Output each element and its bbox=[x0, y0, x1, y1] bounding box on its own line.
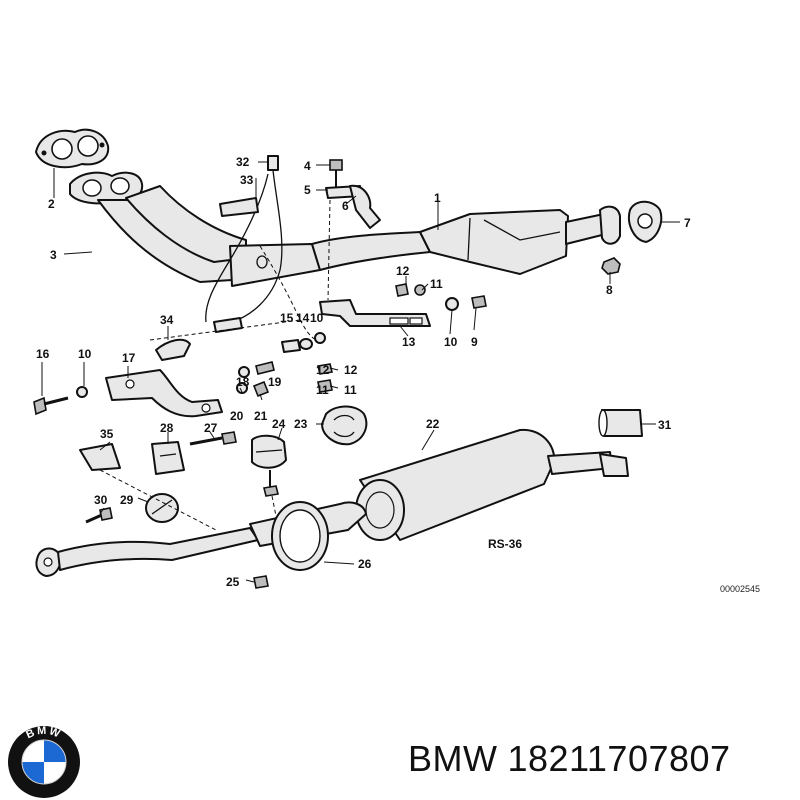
callout-6: 6 bbox=[342, 199, 349, 213]
callout-9: 9 bbox=[471, 335, 478, 349]
part-rubber-mount-23 bbox=[321, 405, 368, 446]
section-label: RS-36 bbox=[488, 537, 522, 551]
callout-31: 31 bbox=[658, 418, 672, 432]
callout-16: 16 bbox=[36, 347, 50, 361]
callout-5: 5 bbox=[304, 183, 311, 197]
part-nut-8 bbox=[601, 257, 621, 275]
callout-7: 7 bbox=[684, 216, 691, 230]
part-catalytic-converter-1 bbox=[311, 205, 621, 275]
callout-22: 22 bbox=[426, 417, 440, 431]
part-hanger-24 bbox=[251, 434, 287, 497]
callout-3: 3 bbox=[50, 248, 57, 262]
part-bolt-30 bbox=[85, 507, 113, 524]
part-number: 18211707807 bbox=[507, 738, 731, 779]
drawing-code: 00002545 bbox=[720, 584, 760, 594]
callout-30: 30 bbox=[94, 493, 108, 507]
part-rear-muffler-22 bbox=[355, 428, 629, 541]
part-clamp-26 bbox=[253, 501, 329, 589]
callout-13: 13 bbox=[402, 335, 416, 349]
callout-8: 8 bbox=[606, 283, 613, 297]
part-ring-29 bbox=[145, 493, 179, 523]
callout-27: 27 bbox=[204, 421, 218, 435]
callout-15: 15 bbox=[280, 311, 294, 325]
part-clip-35 bbox=[79, 443, 121, 471]
callout-labels: 1 2 3 4 5 6 7 8 9 10 11 12 13 14 15 16 1… bbox=[36, 155, 691, 589]
callout-24: 24 bbox=[272, 417, 286, 431]
callout-20: 20 bbox=[230, 409, 244, 423]
callout-10: 10 bbox=[444, 335, 458, 349]
leader-lines bbox=[41, 161, 680, 583]
part-clamp-4-5-6 bbox=[325, 159, 381, 229]
callout-12: 12 bbox=[396, 264, 410, 278]
part-bracket-17 bbox=[33, 369, 223, 418]
callout-28: 28 bbox=[160, 421, 174, 435]
part-bolt-27 bbox=[189, 431, 237, 446]
callout-35: 35 bbox=[100, 427, 114, 441]
logo-quadrant bbox=[44, 740, 66, 762]
part-bracket-34 bbox=[155, 338, 191, 361]
part-sensor-lead-32-33 bbox=[205, 155, 283, 333]
brand-name: BMW bbox=[408, 738, 498, 779]
callout-32: 32 bbox=[236, 155, 250, 169]
assembly-lines bbox=[99, 199, 331, 531]
bmw-logo: BMW bbox=[8, 725, 80, 798]
callout-10c: 10 bbox=[310, 311, 324, 325]
callout-12c: 12 bbox=[316, 363, 330, 377]
callout-11: 11 bbox=[430, 277, 443, 291]
callout-12b: 12 bbox=[344, 363, 358, 377]
part-gasket-2 bbox=[35, 128, 110, 169]
logo-quadrant bbox=[22, 762, 44, 784]
part-bracket-13 bbox=[281, 283, 487, 353]
callout-34: 34 bbox=[160, 313, 174, 327]
callout-2: 2 bbox=[48, 197, 55, 211]
callout-23: 23 bbox=[294, 417, 308, 431]
callout-11b: 11 bbox=[344, 383, 357, 397]
callout-11c: 11 bbox=[316, 383, 329, 397]
part-clip-28 bbox=[151, 441, 185, 475]
callout-29: 29 bbox=[120, 493, 134, 507]
callout-19: 19 bbox=[268, 375, 282, 389]
part-front-pipe bbox=[69, 171, 321, 287]
callout-17: 17 bbox=[122, 351, 136, 365]
callout-21: 21 bbox=[254, 409, 268, 423]
callout-10b: 10 bbox=[78, 347, 92, 361]
callout-33: 33 bbox=[240, 173, 254, 187]
callout-26: 26 bbox=[358, 557, 372, 571]
part-sleeve-31 bbox=[598, 409, 643, 437]
callout-14: 14 bbox=[296, 311, 310, 325]
callout-18: 18 bbox=[236, 375, 250, 389]
callout-1: 1 bbox=[434, 191, 441, 205]
callout-4: 4 bbox=[304, 159, 311, 173]
part-fasteners-18-21 bbox=[236, 361, 333, 398]
logo-letters: BMW bbox=[24, 725, 63, 741]
part-gasket-7 bbox=[628, 200, 663, 243]
callout-25: 25 bbox=[226, 575, 240, 589]
